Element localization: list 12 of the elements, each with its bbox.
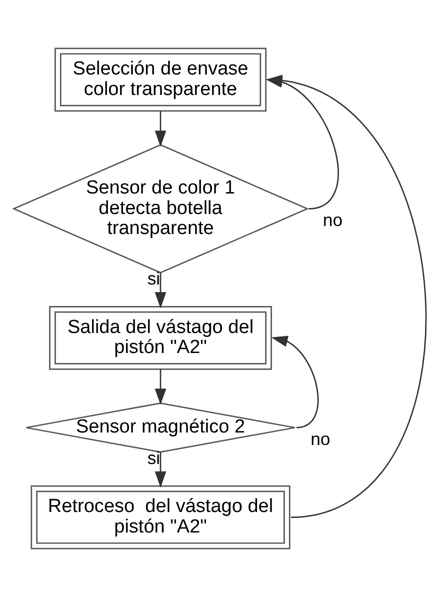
arrow <box>154 110 166 146</box>
arrow <box>154 452 166 488</box>
node-diamond: Sensor magnético 2 <box>26 402 296 452</box>
node-box: Selección de envase color transparente <box>54 47 267 112</box>
node-box: Salida del vástago del pistón "A2" <box>49 305 272 370</box>
edge-label: no <box>310 428 330 449</box>
node-box: Retroceso del vástago del pistón "A2" <box>30 484 290 549</box>
arrow <box>154 368 166 404</box>
arrow <box>271 335 319 428</box>
arrow <box>154 272 166 308</box>
edge-label: no <box>322 210 343 230</box>
node-diamond: Sensor de color 1 detecta botella transparente <box>12 144 309 273</box>
